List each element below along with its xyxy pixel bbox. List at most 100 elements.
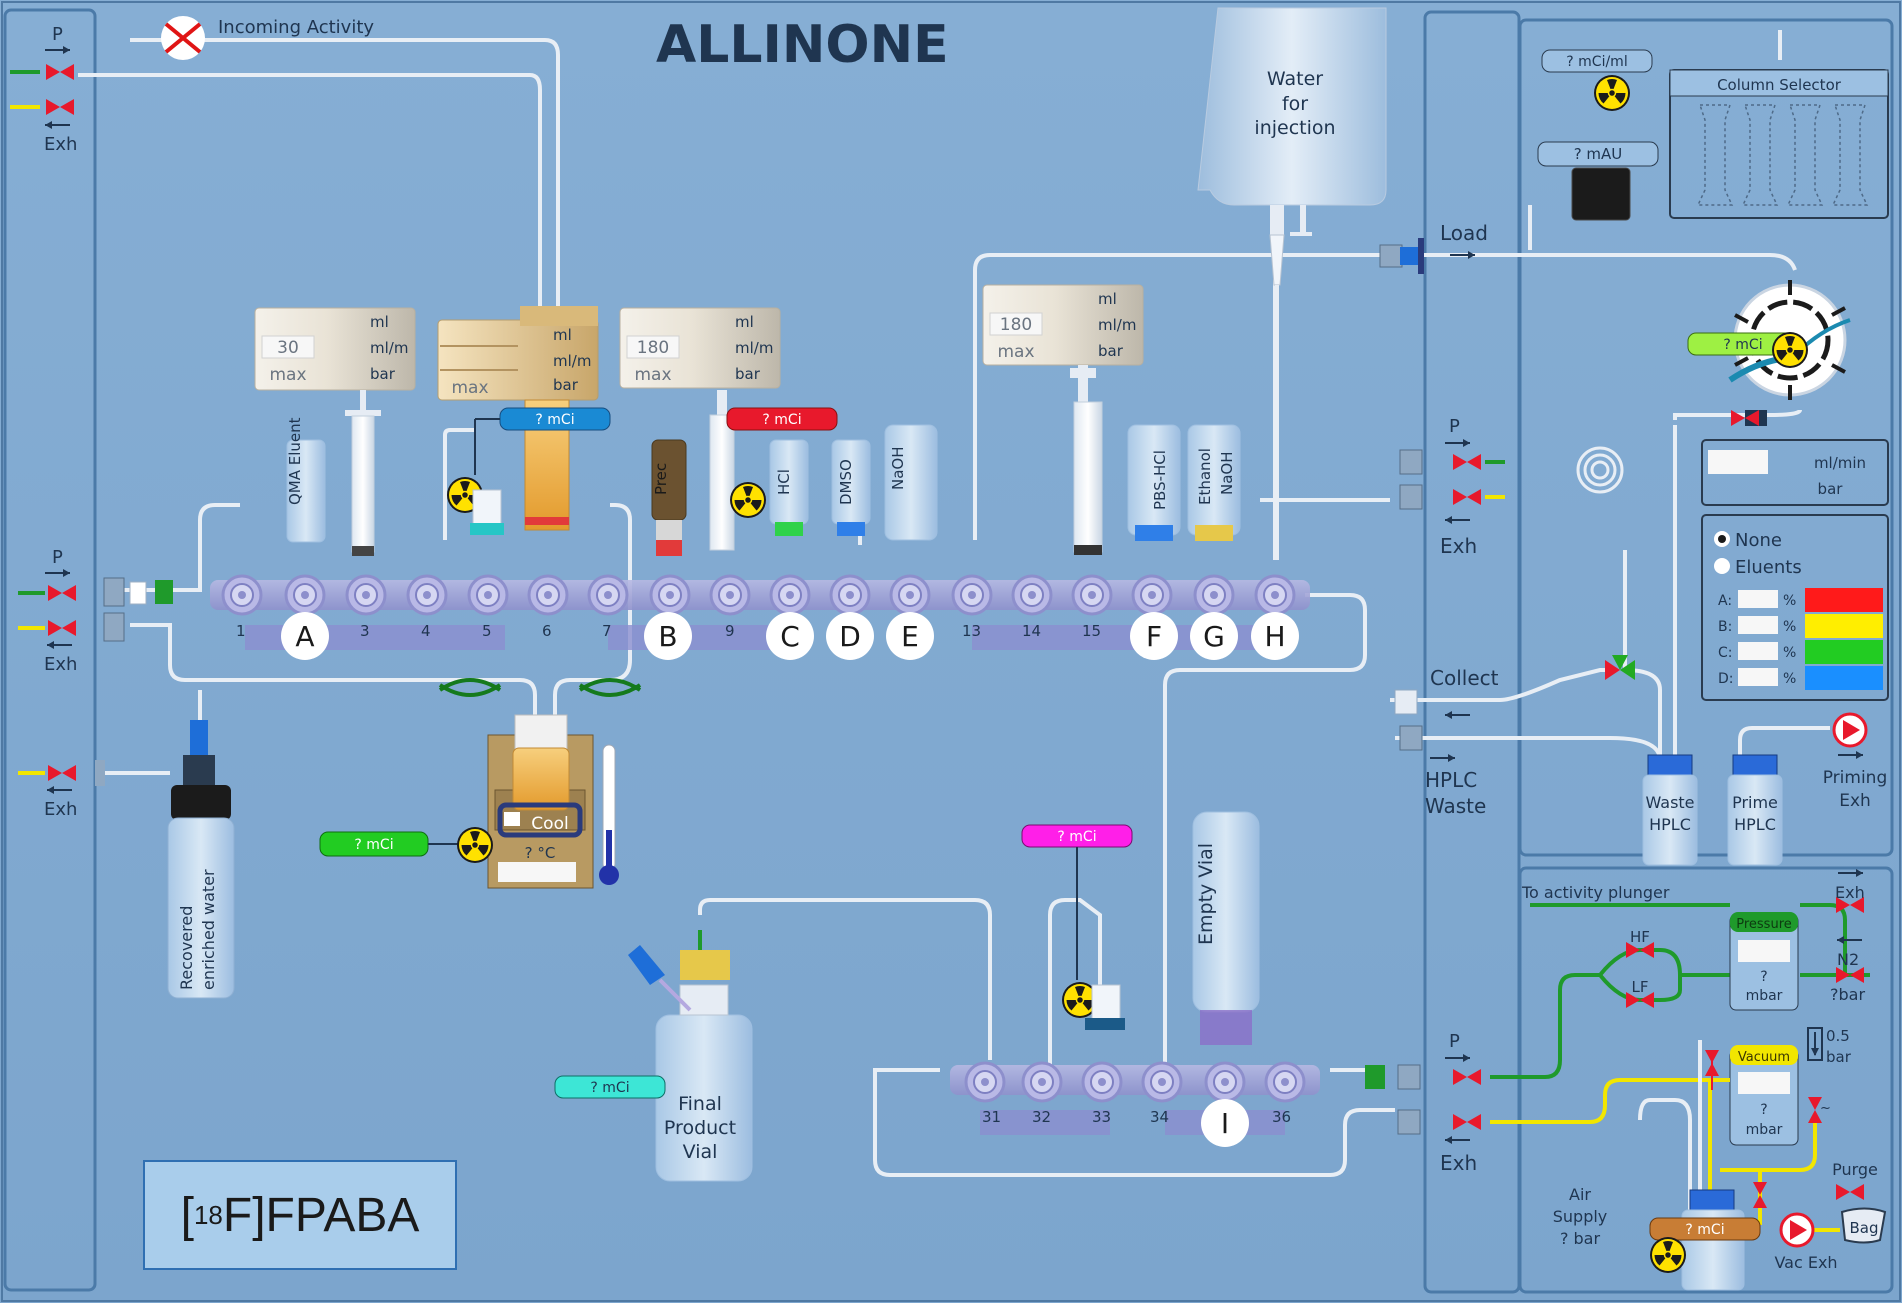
m1-stopcock-10[interactable] [769, 574, 811, 616]
m1-stopcock-2[interactable] [284, 574, 326, 616]
letter-c[interactable]: C [766, 612, 814, 660]
svg-text:I: I [1221, 1107, 1229, 1140]
load-label: Load [1440, 221, 1488, 245]
m1-stopcock-18[interactable] [1254, 574, 1296, 616]
manifold-1-letters: A B C D E F G H [281, 612, 1299, 660]
bag-icon [1840, 1207, 1887, 1244]
svg-text:Vial: Vial [683, 1141, 718, 1163]
syringe-pump-3[interactable]: 180 max ml ml/m bar [619, 307, 781, 551]
svg-text:QMA Eluent: QMA Eluent [286, 417, 304, 505]
right-rail-controls: Load P Exh Collect HPLC Waste P Exh [1365, 221, 1505, 1175]
radiation-icon-waste [1649, 1236, 1687, 1274]
m1-stopcock-11[interactable] [829, 574, 871, 616]
letter-g[interactable]: G [1190, 612, 1238, 660]
svg-text:Waste: Waste [1645, 793, 1694, 812]
red-activity-readout: ? mCi [726, 407, 838, 519]
product-bracket: [ [180, 1188, 194, 1242]
syringe-pump-1[interactable]: 30 max ml ml/m bar [254, 307, 416, 556]
radiation-icon-hplc-2 [1771, 331, 1809, 369]
svg-text:max: max [451, 378, 488, 398]
m1-stopcock-8[interactable] [649, 574, 691, 616]
eluent-color-swatch [1805, 666, 1883, 690]
m1-stopcock-6[interactable] [527, 574, 569, 616]
eluent-percent-input[interactable] [1738, 590, 1778, 608]
syringe-pump-4[interactable]: 180 max ml ml/m bar [982, 284, 1144, 555]
svg-text:180: 180 [1000, 315, 1032, 335]
m2-stopcock-4[interactable] [1141, 1061, 1183, 1103]
m1-stopcock-17[interactable] [1193, 574, 1235, 616]
letter-a[interactable]: A [281, 612, 329, 660]
radiation-icon-9 [729, 481, 767, 519]
m1-stopcock-13[interactable] [951, 574, 993, 616]
eluent-color-swatch [1805, 614, 1883, 638]
mci-ml-readout: ? mCi/ml [1566, 54, 1627, 70]
radio-eluents[interactable] [1714, 558, 1730, 574]
m1-stopcock-3[interactable] [345, 574, 387, 616]
m1-stopcock-1[interactable] [221, 574, 263, 616]
letter-i[interactable]: I [1201, 1099, 1249, 1147]
vial-naoh-1: NaOH [884, 424, 938, 541]
m1-stopcock-12[interactable] [889, 574, 931, 616]
m1-stopcock-14[interactable] [1011, 574, 1053, 616]
vac-pump-icon[interactable] [1779, 1212, 1815, 1248]
letter-h[interactable]: H [1251, 612, 1299, 660]
m2-stopcock-2[interactable] [1021, 1061, 1063, 1103]
syringe-pump-2[interactable]: max ml ml/m bar [437, 306, 599, 531]
pos-7: 7 [602, 622, 612, 640]
m1-stopcock-9[interactable] [709, 574, 751, 616]
eluent-percent-unit: % [1783, 619, 1796, 635]
m1-stopcock-7[interactable] [587, 574, 629, 616]
svg-text:B: B [658, 620, 677, 653]
svg-text:Empty Vial: Empty Vial [1195, 843, 1217, 945]
m1-stopcock-16[interactable] [1131, 574, 1173, 616]
m2-stopcock-3[interactable] [1081, 1061, 1123, 1103]
incoming-activity-indicator[interactable] [161, 16, 205, 60]
svg-text:ml/m: ml/m [1098, 316, 1136, 334]
pressure-badge: Pressure [1736, 917, 1792, 932]
m1-stopcock-15[interactable] [1071, 574, 1113, 616]
reactor[interactable]: Cool ? °C [438, 678, 642, 889]
syringe-activity-readout: ? mCi [446, 407, 611, 535]
air-supply-label-2: Supply [1553, 1207, 1608, 1226]
option-none-label: None [1735, 530, 1782, 551]
collect-valve[interactable] [1605, 655, 1635, 680]
letter-b[interactable]: B [644, 612, 692, 660]
svg-text:F: F [1146, 620, 1162, 653]
svg-text:?: ? [1760, 1102, 1767, 1118]
letter-f[interactable]: F [1130, 612, 1178, 660]
letter-d[interactable]: D [826, 612, 874, 660]
letter-e[interactable]: E [886, 612, 934, 660]
cool-button-label[interactable]: Cool [531, 814, 568, 834]
m1-stopcock-4[interactable] [406, 574, 448, 616]
svg-text:mbar: mbar [1746, 1122, 1783, 1138]
radiation-icon-reactor [456, 826, 494, 864]
svg-text:~: ~ [1820, 1101, 1831, 1116]
svg-text:bar: bar [1098, 342, 1124, 360]
eluent-percent-input[interactable] [1738, 616, 1778, 634]
pos-15: 15 [1082, 622, 1101, 640]
svg-text:? mCi: ? mCi [1057, 829, 1096, 845]
n2-pressure-label: ?bar [1830, 985, 1865, 1004]
n2-label: N2 [1837, 950, 1859, 969]
pos-1: 1 [236, 622, 246, 640]
eluent-percent-input[interactable] [1738, 668, 1778, 686]
empty-vial: Empty Vial [1192, 811, 1260, 1045]
priming-exh-label: Exh [1839, 791, 1871, 811]
exh-label-bottom: Exh [44, 799, 77, 820]
pos-14: 14 [1022, 622, 1041, 640]
column-selector-grid[interactable] [1696, 104, 1869, 206]
svg-text:ml/m: ml/m [735, 339, 773, 357]
m2-stopcock-5[interactable] [1204, 1061, 1246, 1103]
priming-pump-icon[interactable] [1832, 712, 1868, 748]
left-rail-controls: P Exh P Exh Exh [10, 24, 173, 820]
svg-text:HCl: HCl [775, 469, 793, 495]
m2-stopcock-1[interactable] [964, 1061, 1006, 1103]
exh-label-mid: Exh [44, 654, 77, 675]
m2-stopcock-6[interactable] [1264, 1061, 1306, 1103]
incoming-activity-label: Incoming Activity [218, 17, 374, 38]
m1-stopcock-5[interactable] [467, 574, 509, 616]
pos-6: 6 [542, 622, 552, 640]
eluent-percent-input[interactable] [1738, 642, 1778, 660]
